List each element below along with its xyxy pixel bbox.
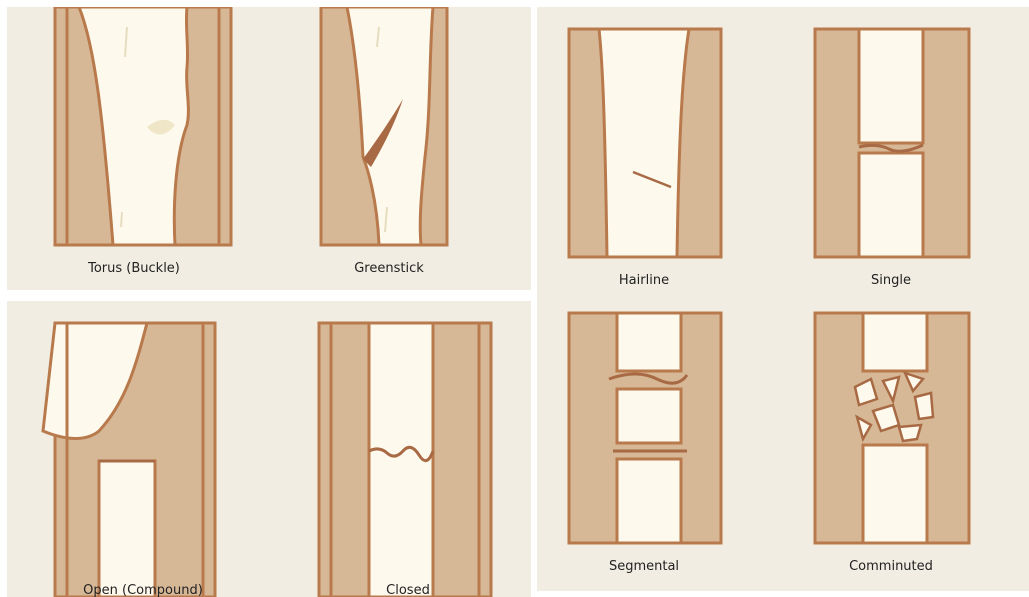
- closed-bone-illustration: [319, 323, 491, 597]
- label-hairline: Hairline: [574, 273, 714, 288]
- label-open: Open (Compound): [73, 583, 213, 597]
- segmental-bone-illustration: [569, 313, 721, 543]
- label-greenstick: Greenstick: [319, 261, 459, 276]
- label-comminuted: Comminuted: [821, 559, 961, 574]
- open-bone-illustration: [43, 323, 215, 597]
- label-torus: Torus (Buckle): [64, 261, 204, 276]
- panel-torus-greenstick: Torus (Buckle) Greenstick: [7, 7, 531, 290]
- open-closed-illustration: [7, 301, 531, 597]
- single-bone-illustration: [815, 29, 969, 257]
- comminuted-bone-illustration: [815, 313, 969, 543]
- torus-greenstick-illustration: [7, 7, 531, 290]
- label-segmental: Segmental: [574, 559, 714, 574]
- greenstick-bone-illustration: [321, 7, 447, 245]
- fracture-types-illustration: [537, 7, 1029, 591]
- label-closed: Closed: [338, 583, 478, 597]
- panel-fracture-types: Hairline Single Segmental Comminuted: [537, 7, 1029, 591]
- panel-open-closed: Open (Compound) Closed: [7, 301, 531, 597]
- torus-bone-illustration: [55, 7, 231, 245]
- label-single: Single: [821, 273, 961, 288]
- hairline-bone-illustration: [569, 29, 721, 257]
